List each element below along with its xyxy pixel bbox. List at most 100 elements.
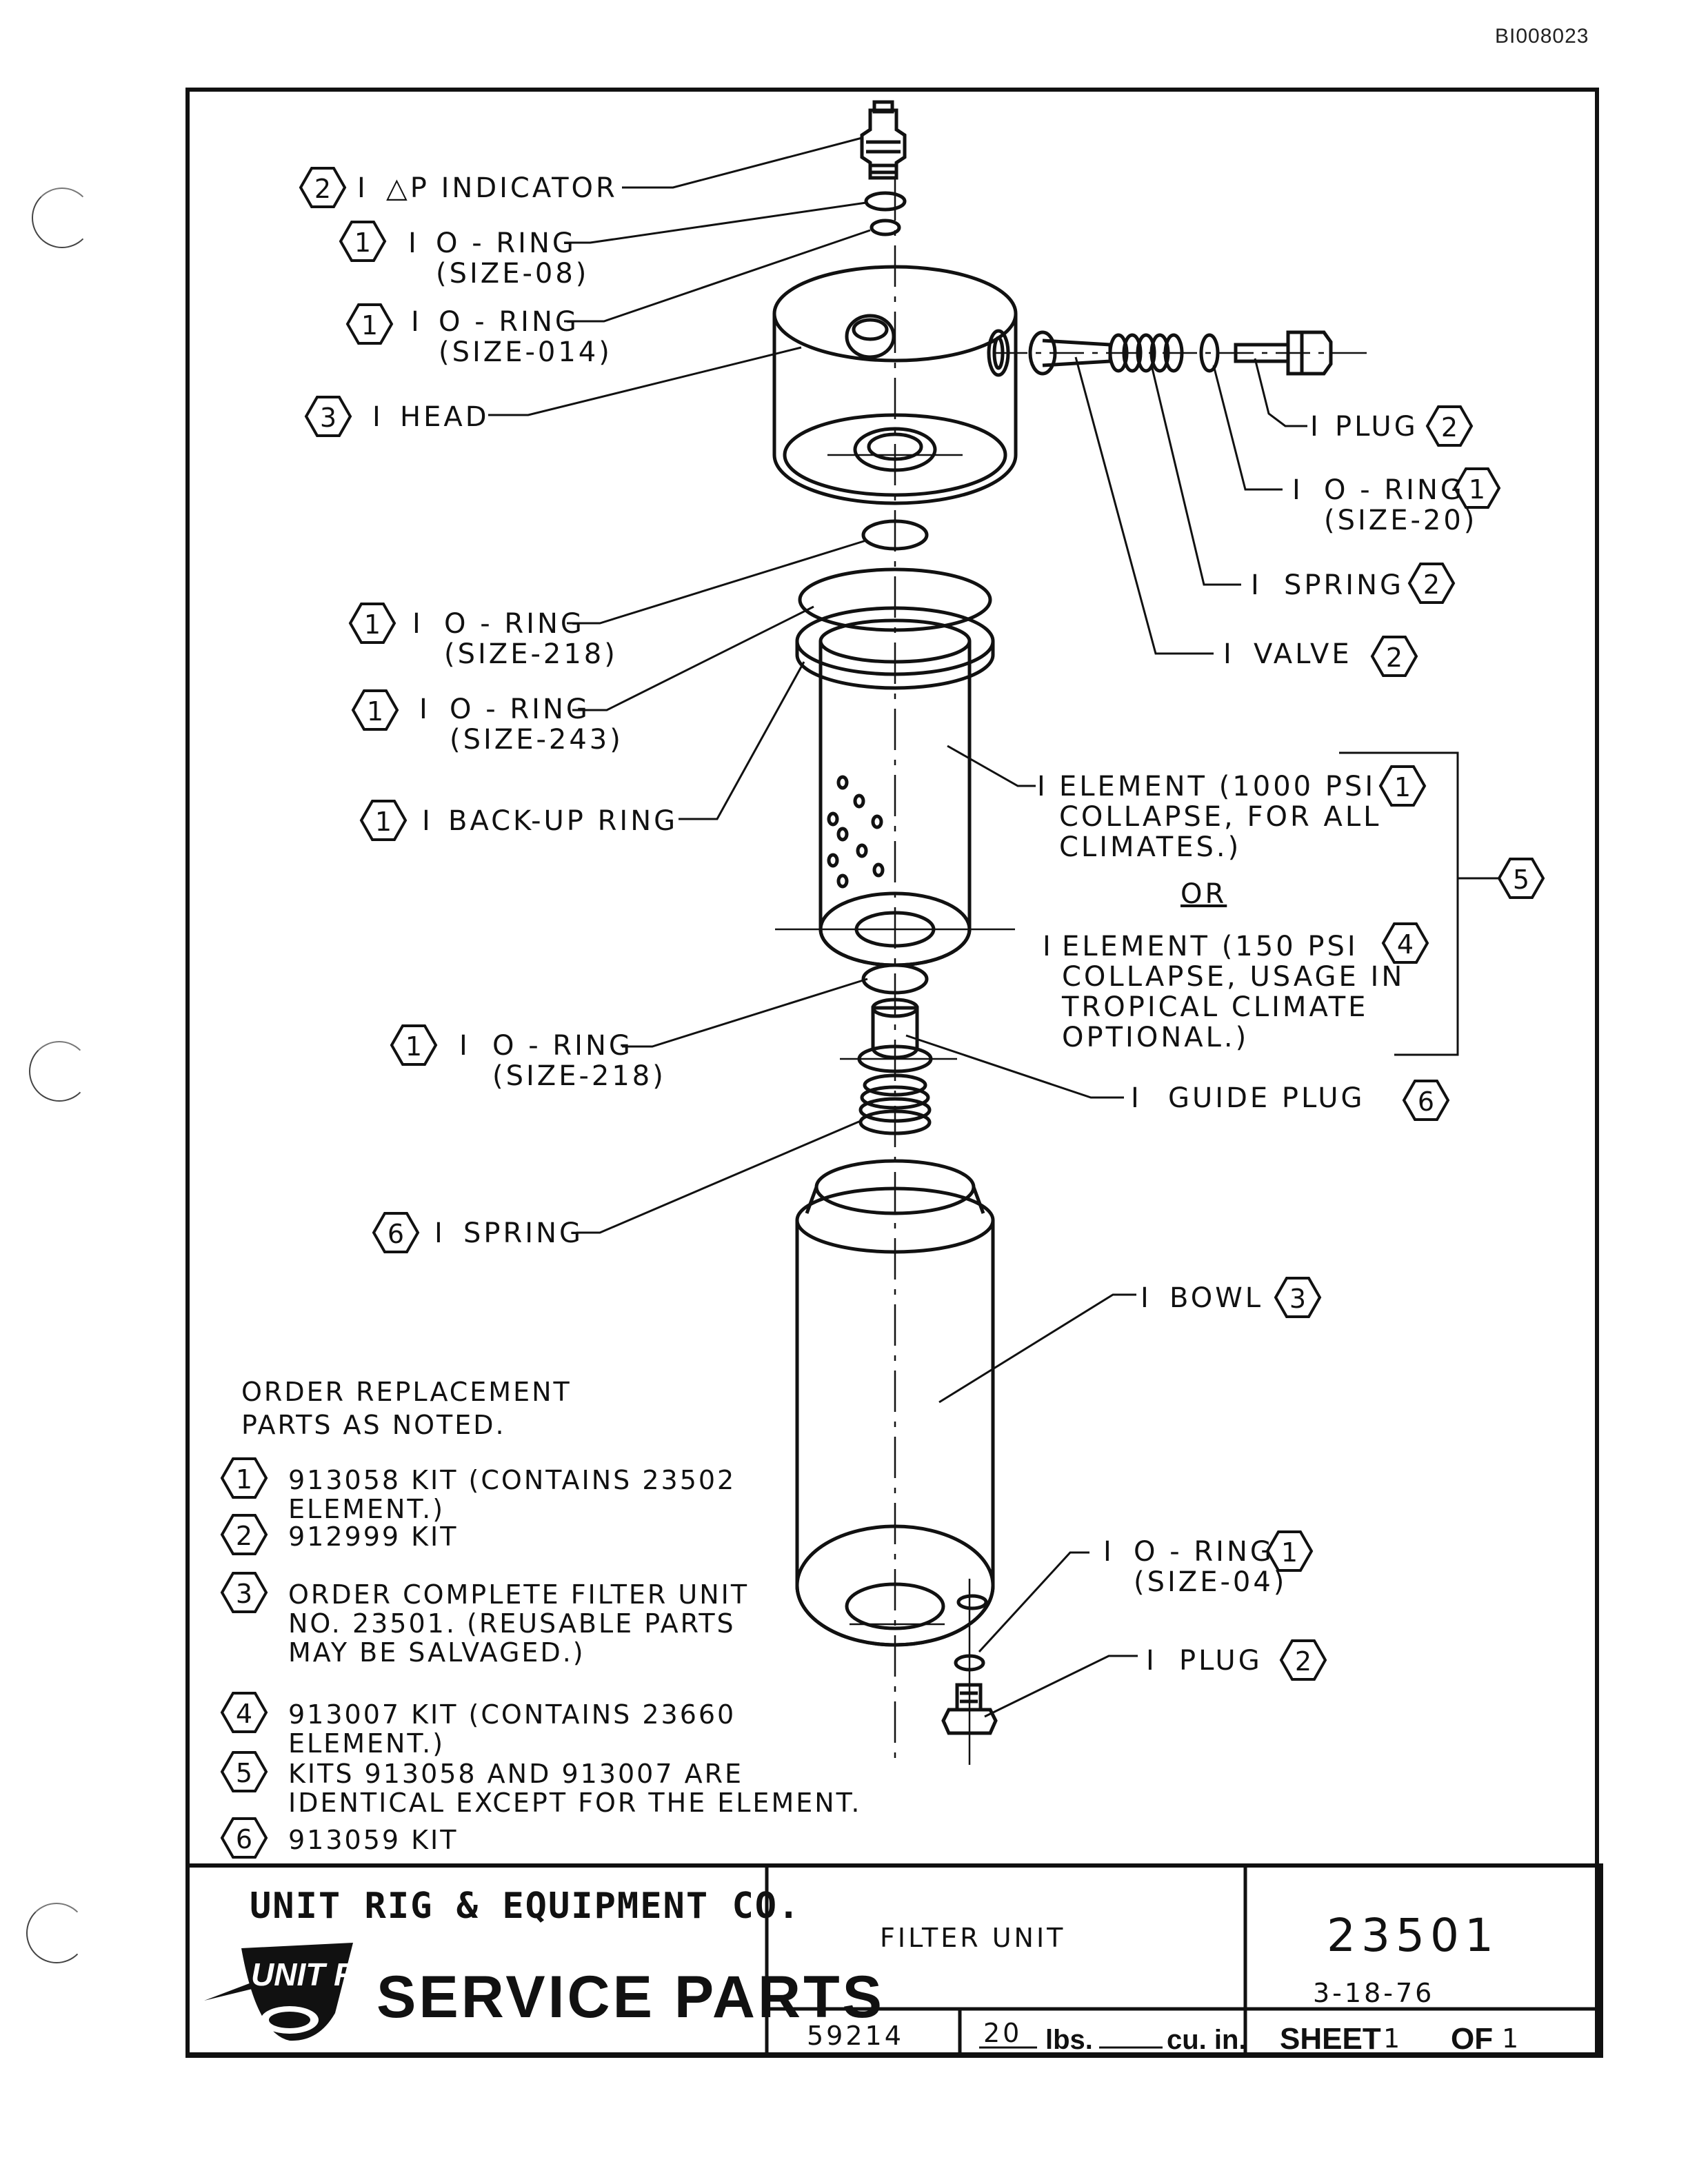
callout-element-or: OR: [1180, 878, 1224, 910]
label-element-150-line-1: COLLAPSE, USAGE IN: [1062, 961, 1405, 993]
ref-hex-guide-plug: 6: [1402, 1080, 1450, 1121]
ref-hex-spring-bottom-number: 6: [388, 1219, 404, 1249]
sheet-number: 1: [1383, 2023, 1403, 2054]
oring-08-part: [864, 191, 907, 212]
note-hex-6-number: 6: [236, 1824, 252, 1854]
weight-unit: lbs.: [1045, 2025, 1093, 2055]
ref-hex-head: 3: [304, 396, 352, 437]
spring-top-part: [1108, 333, 1184, 373]
ref-hex-oring-243-number: 1: [367, 696, 383, 727]
label-oring-014-line-1: (SIZE-014): [439, 336, 612, 368]
leader-lines: [488, 136, 1500, 1718]
note-hex-5: 5: [220, 1751, 268, 1792]
qty-oring-243: I: [419, 694, 430, 725]
ref-hex-guide-plug-number: 6: [1418, 1086, 1434, 1117]
punch-hole-top: [32, 188, 92, 248]
label-element-1000-line-1: COLLAPSE, FOR ALL: [1059, 801, 1381, 833]
note-6-line-0: 913059 KIT: [288, 1825, 458, 1855]
dp-indicator-part: [860, 100, 907, 180]
ref-hex-bowl: 3: [1274, 1277, 1322, 1318]
label-oring-08-line-0: O - RING: [436, 228, 576, 259]
label-valve-line-0: VALVE: [1254, 638, 1352, 670]
label-oring-243-line-1: (SIZE-243): [450, 724, 623, 756]
qty-element-1000: I: [1037, 771, 1048, 802]
ref-hex-oring-218a: 1: [348, 603, 396, 644]
label-oring-014-line-0: O - RING: [439, 306, 579, 338]
label-spring-bottom-line-0: SPRING: [463, 1217, 583, 1249]
ref-hex-valve-number: 2: [1386, 643, 1403, 673]
qty-oring-014: I: [411, 306, 422, 338]
qty-bowl: I: [1141, 1282, 1152, 1314]
oring-014-part: [870, 219, 901, 236]
company-name: UNIT RIG & EQUIPMENT CO.: [250, 1885, 801, 1927]
note-hex-6: 6: [220, 1817, 268, 1859]
label-oring-218a-line-0: O - RING: [444, 608, 585, 640]
note-4-line-1: ELEMENT.): [288, 1728, 445, 1759]
drawing-date: 3-18-76: [1313, 1978, 1434, 2008]
note-1-line-1: ELEMENT.): [288, 1494, 445, 1524]
label-oring-20-line-1: (SIZE-20): [1324, 505, 1477, 536]
notes-heading-line-0: ORDER REPLACEMENT: [241, 1377, 572, 1407]
ref-hex-oring-04-number: 1: [1281, 1537, 1298, 1568]
label-element-1000-line-0: ELEMENT (1000 PSI: [1059, 771, 1376, 802]
qty-guide-plug: I: [1131, 1082, 1142, 1114]
ref-hex-oring-014: 1: [345, 303, 394, 345]
note-4-line-0: 913007 KIT (CONTAINS 23660: [288, 1699, 736, 1730]
label-element-150-line-0: ELEMENT (150 PSI: [1062, 931, 1358, 962]
label-oring-218a-line-1: (SIZE-218): [444, 638, 618, 670]
label-element-1000-line-2: CLIMATES.): [1059, 831, 1241, 863]
drawing-description: FILTER UNIT: [880, 1923, 1065, 1953]
punch-hole-middle: [29, 1041, 90, 1102]
ref-hex-bowl-number: 3: [1289, 1284, 1306, 1314]
note-5-line-1: IDENTICAL EXCEPT FOR THE ELEMENT.: [288, 1788, 861, 1818]
weight-value: 20: [983, 2018, 1022, 2048]
ref-hex-oring-04: 1: [1265, 1530, 1314, 1572]
sheet-label: SHEET: [1280, 2022, 1381, 2056]
qty-oring-20: I: [1292, 474, 1303, 506]
qty-plug-top: I: [1310, 411, 1321, 443]
ref-hex-oring-218a-number: 1: [364, 609, 381, 640]
ref-hex-dp-indicator-number: 2: [314, 174, 331, 204]
spring-bottom-part: [858, 1073, 932, 1135]
bowl-part: [795, 1159, 995, 1647]
qty-spring-bottom: I: [434, 1217, 445, 1249]
qty-oring-08: I: [408, 228, 419, 259]
ref-hex-oring-218b: 1: [390, 1024, 438, 1066]
title-block: UNIT RIG & EQUIPMENT CO. UNIT RIG SERVIC…: [185, 1863, 1603, 2058]
note-hex-3-number: 3: [236, 1579, 252, 1609]
oring-20-part: [1199, 333, 1220, 373]
callout-element-bracket: 5: [1497, 858, 1545, 899]
label-backup-ring-line-0: BACK-UP RING: [448, 805, 678, 837]
sheet-total: 1: [1502, 2023, 1521, 2054]
qty-backup-ring: I: [422, 805, 433, 837]
qty-element-150: I: [1043, 931, 1054, 962]
label-oring-04-line-1: (SIZE-04): [1134, 1566, 1287, 1598]
label-plug-top-line-0: PLUG: [1335, 411, 1418, 443]
ref-hex-element-1000: 1: [1378, 765, 1427, 807]
note-hex-3: 3: [220, 1572, 268, 1613]
label-plug-bottom-line-0: PLUG: [1179, 1645, 1263, 1677]
ref-hex-oring-20: 1: [1453, 467, 1501, 509]
plug-top-part: [1234, 330, 1333, 376]
plug-bottom-part: [941, 1579, 998, 1765]
ref-hex-element-150-number: 4: [1397, 929, 1414, 960]
